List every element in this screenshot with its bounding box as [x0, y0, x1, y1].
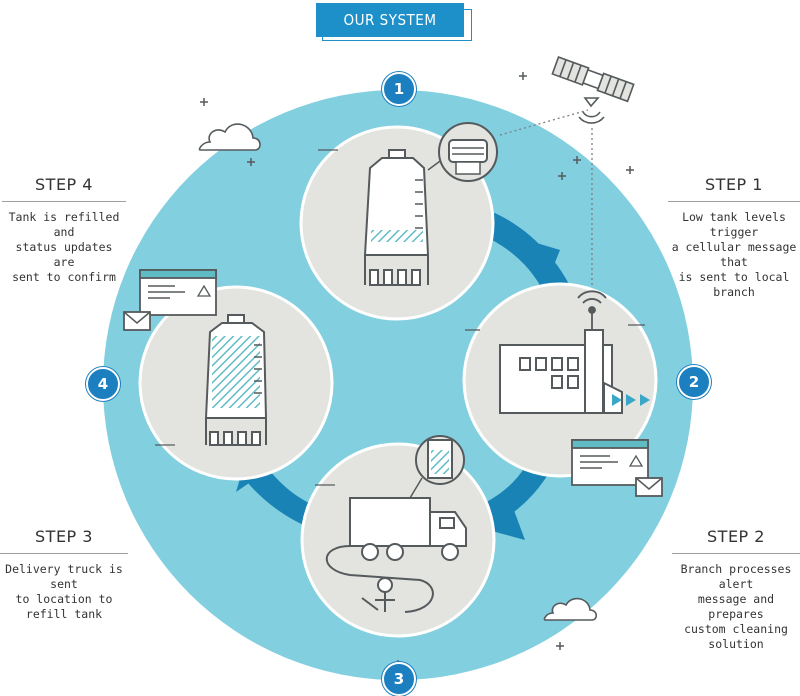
step-2-rule	[672, 553, 800, 554]
worker-hose-icon	[325, 545, 434, 613]
node-tank-sensor	[299, 122, 498, 321]
node-truck	[300, 435, 496, 638]
signal-tower-icon	[577, 290, 607, 330]
step-3-block: STEP 3 Delivery truck is sent to locatio…	[0, 527, 128, 622]
tank-full-ticks	[254, 344, 262, 394]
step-2-line-3: custom cleaning solution	[684, 622, 788, 651]
sparkle-marks	[200, 72, 634, 650]
step-1-line-3: is sent to local branch	[678, 270, 790, 299]
step-3-rule	[0, 553, 128, 554]
step-1-line-2: a cellular message that	[671, 240, 797, 269]
step-badge-1: 1	[382, 72, 416, 106]
step-3-line-1: Delivery truck is sent	[5, 562, 123, 591]
step-2-title: STEP 2	[707, 527, 765, 546]
satellite-icon	[551, 56, 635, 124]
step-badge-4: 4	[86, 367, 120, 401]
node-branch	[462, 282, 658, 478]
step-1-line-1: Low tank levels trigger	[682, 210, 786, 239]
tank-gauge-ticks	[415, 179, 423, 229]
building-icon	[499, 329, 623, 414]
truck-icon	[349, 497, 467, 561]
alert-window-icon-2	[571, 439, 649, 486]
tank-icon	[363, 149, 430, 286]
main-ring	[103, 90, 693, 680]
alert-window-icon	[139, 269, 217, 316]
small-tank-icon	[415, 435, 465, 485]
page-title: OUR SYSTEM	[316, 3, 464, 37]
title-banner: OUR SYSTEM	[316, 3, 472, 41]
node-tank-full	[138, 285, 334, 481]
flow-arrow-2-3-head	[488, 505, 525, 540]
flow-arrow-1-2	[482, 210, 572, 300]
step-3-title: STEP 3	[35, 527, 93, 546]
step-1-title: STEP 1	[705, 175, 763, 194]
flow-arrow-1-2-head	[520, 238, 560, 280]
step-4-title: STEP 4	[35, 175, 93, 194]
step-1-rule	[668, 201, 800, 202]
arrow-chevrons	[612, 394, 650, 406]
step-2-block: STEP 2 Branch processes alert message an…	[672, 527, 800, 652]
step-3-line-2: to location to refill tank	[15, 592, 113, 621]
sensor-icon	[438, 122, 498, 182]
step-4-rule	[2, 201, 126, 202]
step-badge-3: 3	[382, 662, 416, 696]
cloud-icon-2	[543, 597, 598, 621]
signal-link	[499, 109, 593, 300]
step-4-line-1: Tank is refilled and	[8, 210, 120, 239]
tank-full-icon	[204, 314, 268, 446]
step-4-line-2: status updates are	[15, 240, 113, 269]
cloud-icon	[198, 123, 261, 151]
step-1-block: STEP 1 Low tank levels trigger a cellula…	[668, 175, 800, 300]
step-2-line-2: message and prepares	[697, 592, 775, 621]
step-badge-2: 2	[677, 365, 711, 399]
envelope-icon-2	[635, 477, 663, 497]
step-4-block: STEP 4 Tank is refilled and status updat…	[2, 175, 126, 285]
step-4-line-3: sent to confirm	[12, 270, 116, 284]
step-2-line-1: Branch processes alert	[680, 562, 792, 591]
envelope-icon	[123, 311, 151, 331]
